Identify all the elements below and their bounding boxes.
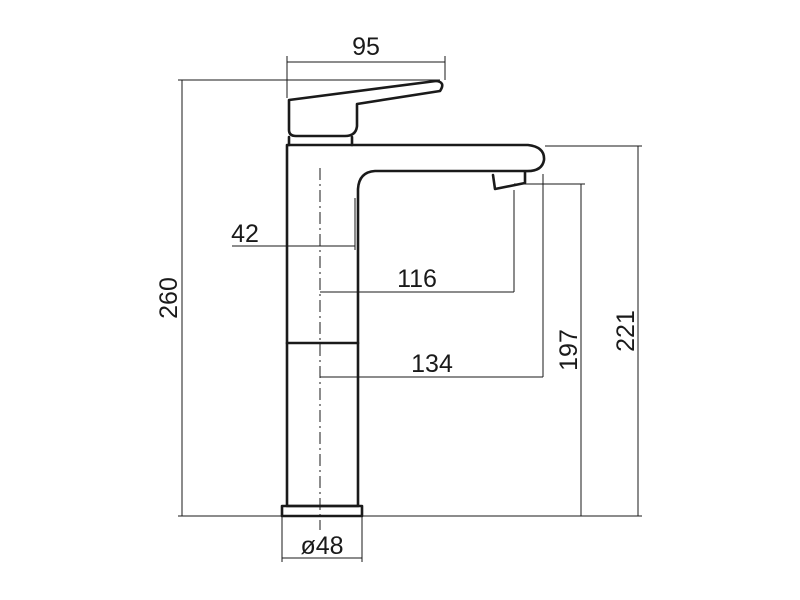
faucet-body: [285, 143, 546, 508]
dimension-spout-reach: 134: [320, 174, 544, 378]
cartridge-collar: [287, 135, 354, 147]
dimension-body-offset: 42: [231, 198, 356, 250]
aerator: [491, 170, 527, 191]
dimension-label-42: 42: [231, 220, 259, 248]
dimension-total-height: 260: [155, 79, 440, 517]
dimension-label-134: 134: [411, 350, 453, 378]
faucet-outline: [280, 79, 546, 518]
dimension-label-221: 221: [612, 310, 640, 352]
base-ring: [280, 504, 364, 518]
dimension-label-95: 95: [352, 33, 380, 61]
dimension-label-116: 116: [397, 265, 437, 293]
dimension-label-260: 260: [155, 277, 183, 319]
dimension-label-197: 197: [555, 329, 583, 371]
dimension-spout-height: 221: [362, 145, 642, 517]
dimension-aerator-height: 197: [514, 183, 585, 516]
dimension-base-diameter: ø48: [281, 516, 363, 562]
dimension-aerator-reach: 116: [320, 190, 515, 293]
dimension-handle-reach: 95: [286, 33, 446, 98]
dimension-label-48: ø48: [300, 532, 343, 560]
lever-handle: [287, 79, 444, 138]
